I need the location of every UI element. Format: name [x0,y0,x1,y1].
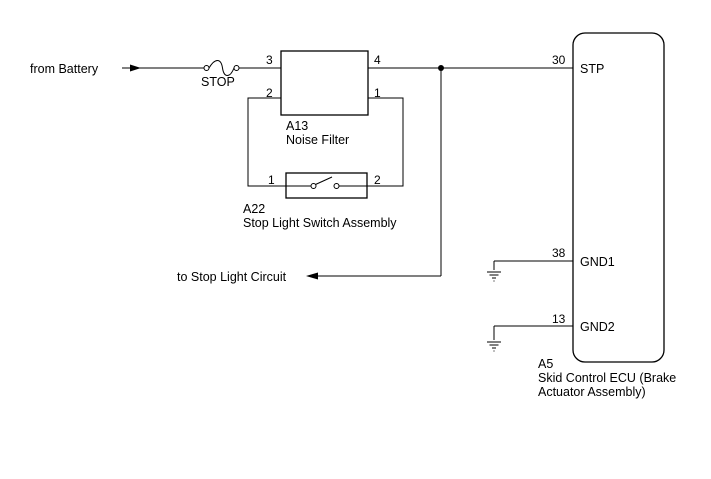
skid-control-ecu-box [572,32,665,363]
noise-filter-pin-4: 4 [374,53,381,67]
battery-arrow [130,64,141,72]
ecu-name-line2: Actuator Assembly) [538,385,646,399]
noise-filter-name: Noise Filter [286,133,349,147]
ecu-pin-30-number: 30 [552,53,566,67]
switch-contact-icon [286,176,367,189]
noise-filter-pin-1: 1 [374,86,381,100]
noise-filter-pin-2: 2 [266,86,273,100]
noise-filter-pin-3: 3 [266,53,273,67]
ground-icon-1 [487,271,501,282]
ecu-pin-38-number: 38 [552,246,566,260]
fuse-label: STOP [201,75,235,89]
wire-filter-pin1-to-switch [367,97,404,187]
to-stop-light-label: to Stop Light Circuit [177,270,287,284]
switch-pin-1: 1 [268,173,275,187]
from-battery-label: from Battery [30,62,99,76]
ecu-pin-gnd2-label: GND2 [580,320,615,334]
ecu-name-line1: Skid Control ECU (Brake [538,371,676,385]
ground-icon-2 [487,341,501,352]
switch-pin-2: 2 [374,173,381,187]
ecu-pin-gnd1-label: GND1 [580,255,615,269]
wire-filter-pin2-to-switch [247,97,286,187]
switch-code: A22 [243,202,265,216]
switch-name: Stop Light Switch Assembly [243,216,397,230]
noise-filter-code: A13 [286,119,308,133]
ecu-pin-13-number: 13 [552,312,566,326]
ecu-pin-stp-label: STP [580,62,604,76]
noise-filter-box [280,50,369,116]
ecu-code: A5 [538,357,553,371]
stop-light-arrow [306,272,318,280]
stop-fuse [203,60,240,76]
